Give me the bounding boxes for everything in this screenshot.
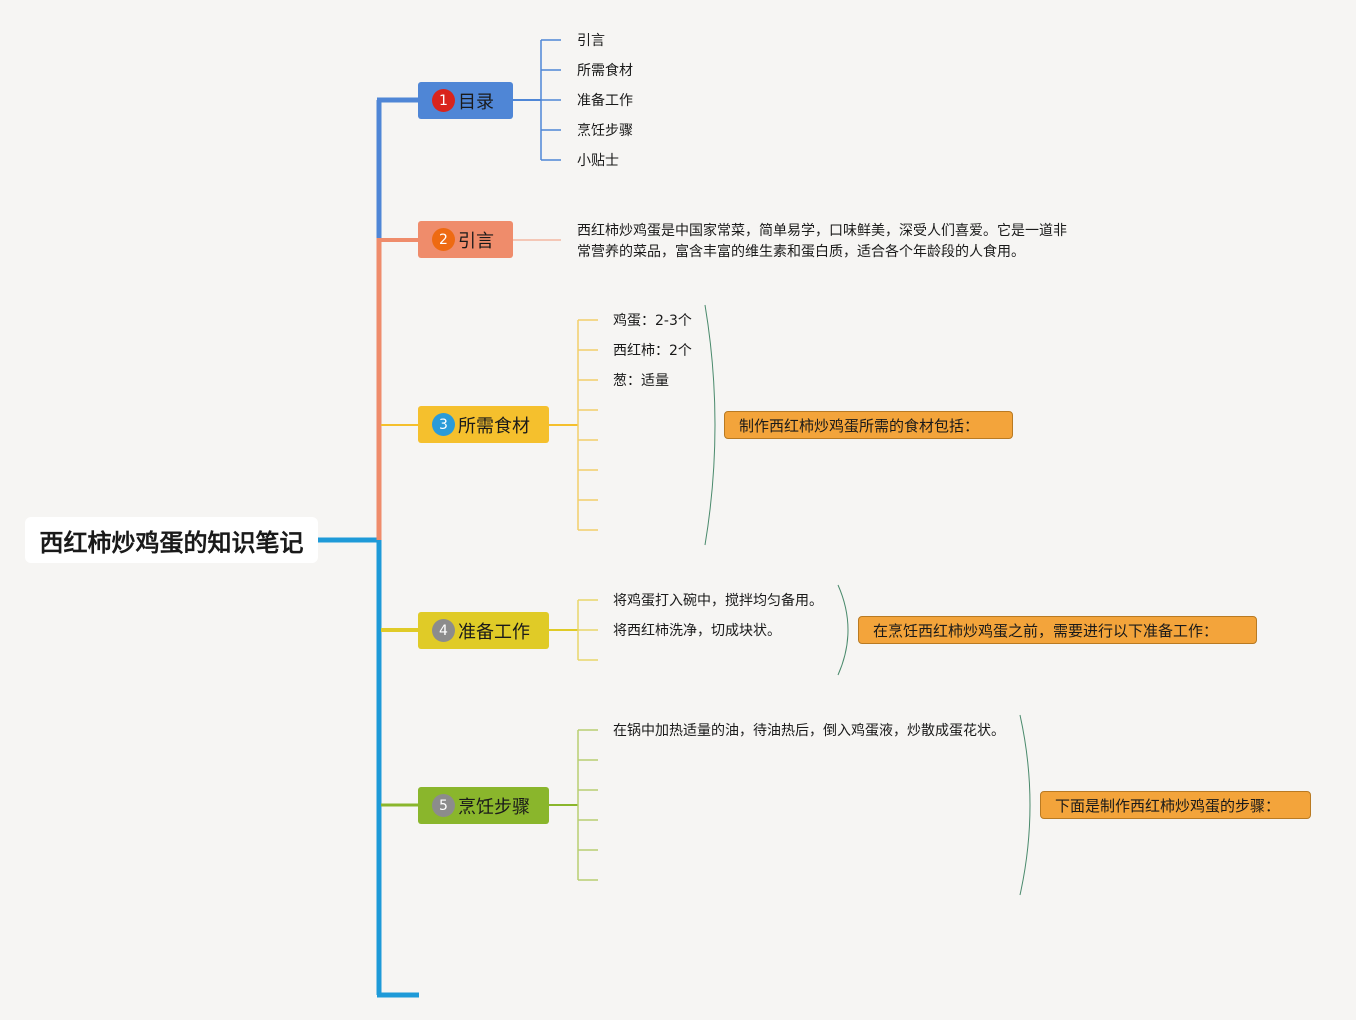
topic-label: 烹饪步骤 <box>458 796 530 818</box>
introduction-text[interactable]: 西红柿炒鸡蛋是中国家常菜，简单易学，口味鲜美，深受人们喜爱。它是一道非常营养的菜… <box>577 223 1067 260</box>
summary-brace <box>1019 714 1031 896</box>
number-badge: 4 <box>432 619 455 642</box>
number-badge: 1 <box>432 89 455 112</box>
summary-brace <box>704 304 716 546</box>
topic-label: 准备工作 <box>458 621 530 643</box>
topic-label: 目录 <box>458 91 494 113</box>
number-badge: 5 <box>432 794 455 817</box>
leaf-item[interactable]: 小贴士 <box>577 153 619 169</box>
leaf-item[interactable]: 所需食材 <box>577 63 633 79</box>
topic-label: 所需食材 <box>458 415 530 437</box>
number-badge: 2 <box>432 228 455 251</box>
topic-introduction[interactable]: 2 引言 <box>418 221 513 258</box>
summary-ingredients[interactable]: 制作西红柿炒鸡蛋所需的食材包括： <box>724 411 1013 439</box>
root-topic[interactable]: 西红柿炒鸡蛋的知识笔记 <box>25 517 318 563</box>
leaf-item[interactable]: 在锅中加热适量的油，待油热后，倒入鸡蛋液，炒散成蛋花状。 <box>613 723 1005 739</box>
leaf-item[interactable]: 鸡蛋：2-3个 <box>613 313 692 329</box>
topic-preparation[interactable]: 4 准备工作 <box>418 612 549 649</box>
summary-cooking-steps[interactable]: 下面是制作西红柿炒鸡蛋的步骤： <box>1040 791 1311 819</box>
leaf-item[interactable]: 烹饪步骤 <box>577 123 633 139</box>
summary-preparation[interactable]: 在烹饪西红柿炒鸡蛋之前，需要进行以下准备工作： <box>858 616 1257 644</box>
leaf-item[interactable]: 准备工作 <box>577 93 633 109</box>
leaf-item[interactable]: 将鸡蛋打入碗中，搅拌均匀备用。 <box>613 593 823 609</box>
topic-contents[interactable]: 1 目录 <box>418 82 513 119</box>
leaf-item[interactable]: 西红柿：2个 <box>613 343 692 359</box>
summary-brace <box>837 584 849 676</box>
leaf-item[interactable]: 引言 <box>577 33 605 49</box>
leaf-item[interactable]: 将西红柿洗净，切成块状。 <box>613 623 781 639</box>
leaf-item[interactable]: 葱：适量 <box>613 373 669 389</box>
topic-label: 引言 <box>458 230 494 252</box>
topic-ingredients[interactable]: 3 所需食材 <box>418 406 549 443</box>
number-badge: 3 <box>432 413 455 436</box>
topic-cooking-steps[interactable]: 5 烹饪步骤 <box>418 787 549 824</box>
